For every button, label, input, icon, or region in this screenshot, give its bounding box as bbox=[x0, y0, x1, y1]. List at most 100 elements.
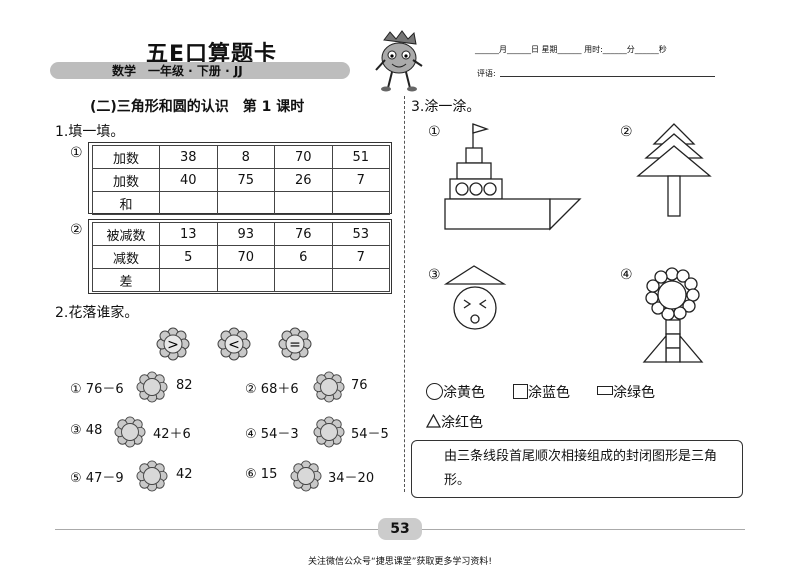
table-row: 减数 5 70 6 7 bbox=[92, 245, 390, 269]
blank-flower[interactable] bbox=[136, 460, 168, 496]
table-cell: 减数 bbox=[92, 245, 160, 269]
figure-number-3: ③ bbox=[428, 267, 441, 283]
table-cell: 38 bbox=[159, 145, 218, 169]
legend-text: 涂黄色 bbox=[443, 385, 485, 401]
eval-label: 评语: bbox=[477, 69, 496, 78]
left-expr: 15 bbox=[260, 467, 278, 482]
triangle-icon bbox=[425, 413, 442, 428]
mascot-icon bbox=[375, 30, 423, 92]
date-line: ______月______日 星期______ 用时:______分______… bbox=[475, 45, 667, 54]
table-cell: 7 bbox=[331, 168, 390, 192]
right-expr: 42 bbox=[176, 467, 193, 482]
table-cell: 差 bbox=[92, 268, 160, 292]
table-cell: 6 bbox=[274, 245, 333, 269]
eval-line bbox=[500, 76, 715, 77]
flower-figure[interactable] bbox=[632, 262, 722, 372]
left-expr: 54－3 bbox=[260, 427, 299, 442]
ship-figure[interactable] bbox=[440, 120, 590, 235]
legend-text: 涂绿色 bbox=[613, 385, 655, 401]
q3-label: 3.涂一涂。 bbox=[411, 99, 481, 115]
figure-number-2: ② bbox=[620, 124, 633, 140]
table-cell: 7 bbox=[331, 245, 390, 269]
table-row: 被减数 13 93 76 53 bbox=[92, 222, 390, 246]
left-expr: 68＋6 bbox=[260, 382, 299, 397]
compare-item-5: ⑤ 47－9 bbox=[70, 467, 124, 486]
right-expr: 82 bbox=[176, 378, 193, 393]
table2-frame bbox=[88, 219, 392, 294]
table-cell: 加数 bbox=[92, 168, 160, 192]
blank-flower[interactable] bbox=[313, 371, 345, 407]
blank-flower[interactable] bbox=[114, 416, 146, 452]
compare-item-3: ③ 48 bbox=[70, 423, 102, 438]
blank-flower[interactable] bbox=[136, 371, 168, 407]
left-expr: 47－9 bbox=[85, 471, 124, 486]
answer-cell[interactable] bbox=[216, 191, 275, 215]
table-row: 差 bbox=[92, 268, 390, 292]
right-expr: 42＋6 bbox=[153, 427, 191, 442]
table-cell: 8 bbox=[216, 145, 275, 169]
footer-text: 关注微信公众号“捷思课堂”获取更多学习资料! bbox=[308, 557, 492, 567]
symbol-flower-gt[interactable]: > bbox=[156, 327, 190, 365]
table1: 加数 38 8 70 51 加数 40 75 26 7 和 bbox=[92, 145, 390, 215]
definition-text: 由三条线段首尾顺次相接组成的封闭图形是三角形。 bbox=[444, 449, 718, 488]
symbol-text: = bbox=[289, 337, 301, 353]
blank-flower[interactable] bbox=[290, 460, 322, 496]
symbol-text: < bbox=[228, 337, 240, 353]
table-cell: 51 bbox=[331, 145, 390, 169]
left-expr: 48 bbox=[85, 423, 103, 438]
legend-triangle: 涂红色 bbox=[425, 412, 483, 432]
legend-text: 涂红色 bbox=[441, 415, 483, 431]
right-expr: 54－5 bbox=[351, 427, 389, 442]
square-icon bbox=[513, 384, 528, 399]
symbol-flower-eq[interactable]: = bbox=[278, 327, 312, 365]
definition-box: 由三条线段首尾顺次相接组成的封闭图形是三角形。 bbox=[411, 440, 743, 498]
answer-cell[interactable] bbox=[274, 268, 333, 292]
blank-flower[interactable] bbox=[313, 416, 345, 452]
table-cell: 40 bbox=[159, 168, 218, 192]
table-cell: 13 bbox=[159, 222, 218, 246]
symbol-flower-lt[interactable]: < bbox=[217, 327, 251, 365]
table-cell: 53 bbox=[331, 222, 390, 246]
table-row: 加数 38 8 70 51 bbox=[92, 145, 390, 169]
item-number: ③ bbox=[70, 423, 82, 438]
item-number: ⑤ bbox=[70, 471, 82, 486]
table-cell: 70 bbox=[216, 245, 275, 269]
answer-cell[interactable] bbox=[274, 191, 333, 215]
compare-item-2: ② 68＋6 bbox=[245, 378, 299, 397]
table-row: 加数 40 75 26 7 bbox=[92, 168, 390, 192]
card-subtitle: 数学 一年级 · 下册 · JJ bbox=[112, 64, 243, 78]
table-cell: 75 bbox=[216, 168, 275, 192]
rectangle-icon bbox=[597, 386, 613, 395]
subtitle-bar bbox=[50, 62, 350, 79]
table-cell: 和 bbox=[92, 191, 160, 215]
q2-label: 2.花落谁家。 bbox=[55, 305, 139, 321]
column-divider bbox=[404, 96, 405, 492]
figure-number-4: ④ bbox=[620, 267, 633, 283]
compare-item-1: ① 76－6 bbox=[70, 378, 124, 397]
answer-cell[interactable] bbox=[331, 268, 390, 292]
legend-text: 涂蓝色 bbox=[528, 385, 570, 401]
page-number: 53 bbox=[378, 518, 422, 540]
face-figure[interactable] bbox=[442, 262, 512, 332]
table2-number: ② bbox=[70, 222, 83, 238]
answer-cell[interactable] bbox=[159, 268, 218, 292]
left-expr: 76－6 bbox=[85, 382, 124, 397]
answer-cell[interactable] bbox=[216, 268, 275, 292]
tree-figure[interactable] bbox=[636, 120, 716, 220]
table-row: 和 bbox=[92, 191, 390, 215]
compare-item-4: ④ 54－3 bbox=[245, 423, 299, 442]
right-expr: 76 bbox=[351, 378, 368, 393]
compare-item-6: ⑥ 15 bbox=[245, 467, 277, 482]
answer-cell[interactable] bbox=[159, 191, 218, 215]
right-expr: 34－20 bbox=[328, 471, 375, 486]
table-cell: 76 bbox=[274, 222, 333, 246]
item-number: ④ bbox=[245, 427, 257, 442]
lesson-title: (二)三角形和圆的认识 第 1 课时 bbox=[90, 99, 305, 115]
table1-number: ① bbox=[70, 145, 83, 161]
item-number: ① bbox=[70, 382, 82, 397]
table2: 被减数 13 93 76 53 减数 5 70 6 7 差 bbox=[92, 222, 390, 292]
symbol-text: > bbox=[167, 337, 179, 353]
item-number: ② bbox=[245, 382, 257, 397]
figure-number-1: ① bbox=[428, 124, 441, 140]
answer-cell[interactable] bbox=[331, 191, 390, 215]
